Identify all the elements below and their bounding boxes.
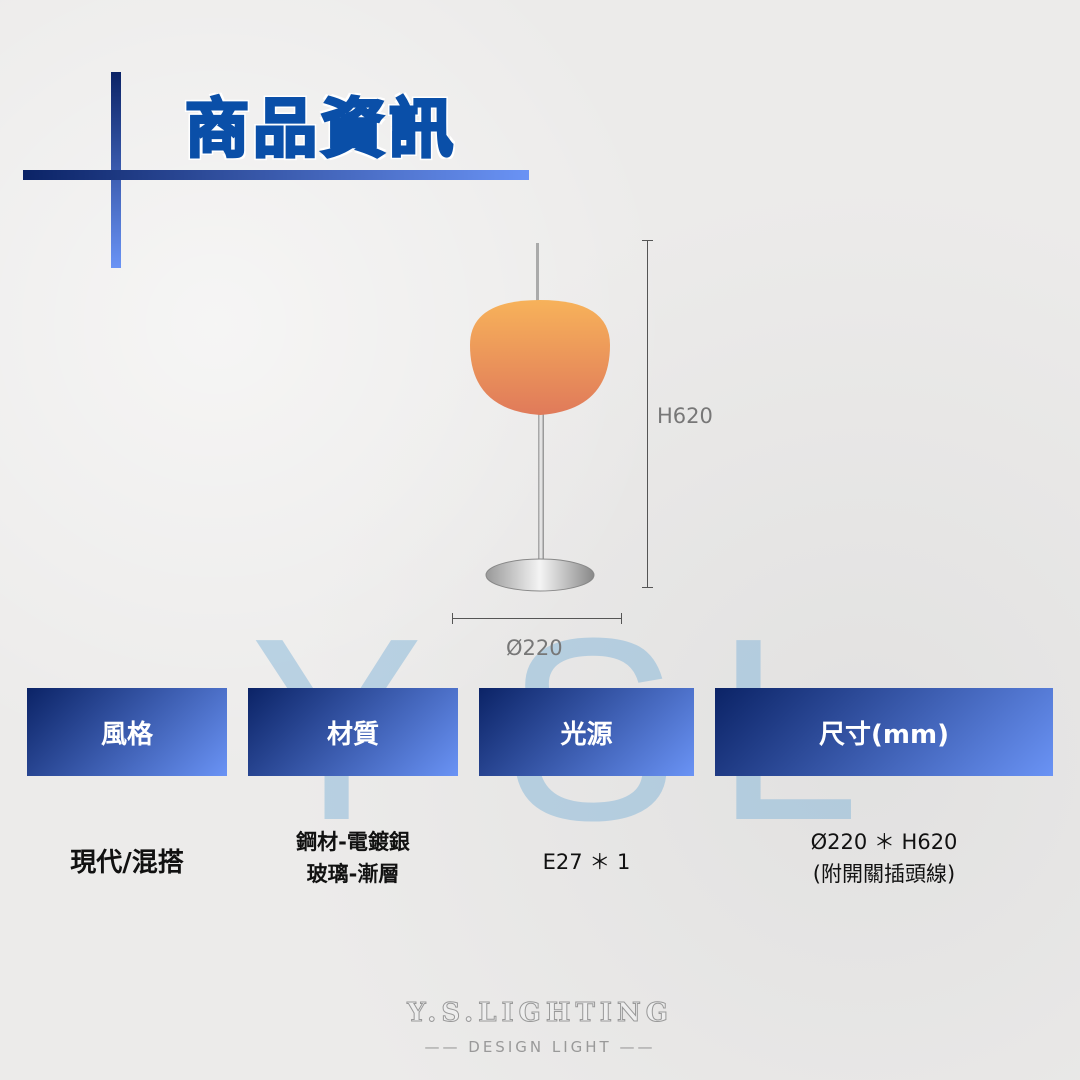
decor-horizontal-bar: [23, 170, 529, 180]
brand-tagline: —— DESIGN LIGHT ——: [424, 1038, 656, 1056]
value-size: Ø220 ＊ H620 (附開關插頭線): [715, 826, 1053, 890]
page-title: 商品資訊: [184, 92, 457, 169]
diameter-dimension-line: [452, 613, 622, 624]
value-size-line1: Ø220 ＊ H620: [810, 830, 958, 854]
header-size: 尺寸(mm): [715, 688, 1053, 776]
value-size-line2: (附開關插頭線): [812, 862, 956, 886]
header-material: 材質: [248, 688, 458, 776]
value-material-line1: 鋼材-電鍍銀: [296, 830, 410, 854]
value-light-source: E27 ＊ 1: [542, 850, 631, 874]
height-dimension-line: [642, 240, 653, 588]
height-label: H620: [657, 404, 713, 428]
value-material: 鋼材-電鍍銀 玻璃-漸層: [248, 826, 458, 890]
lamp-image: [470, 243, 610, 592]
brand-logo: Y.S.LIGHTING: [407, 998, 673, 1029]
header-style: 風格: [27, 688, 227, 776]
value-material-line2: 玻璃-漸層: [306, 862, 400, 886]
value-style: 現代/混搭: [70, 848, 184, 878]
header-light-source: 光源: [479, 688, 694, 776]
diameter-label: Ø220: [506, 636, 563, 660]
